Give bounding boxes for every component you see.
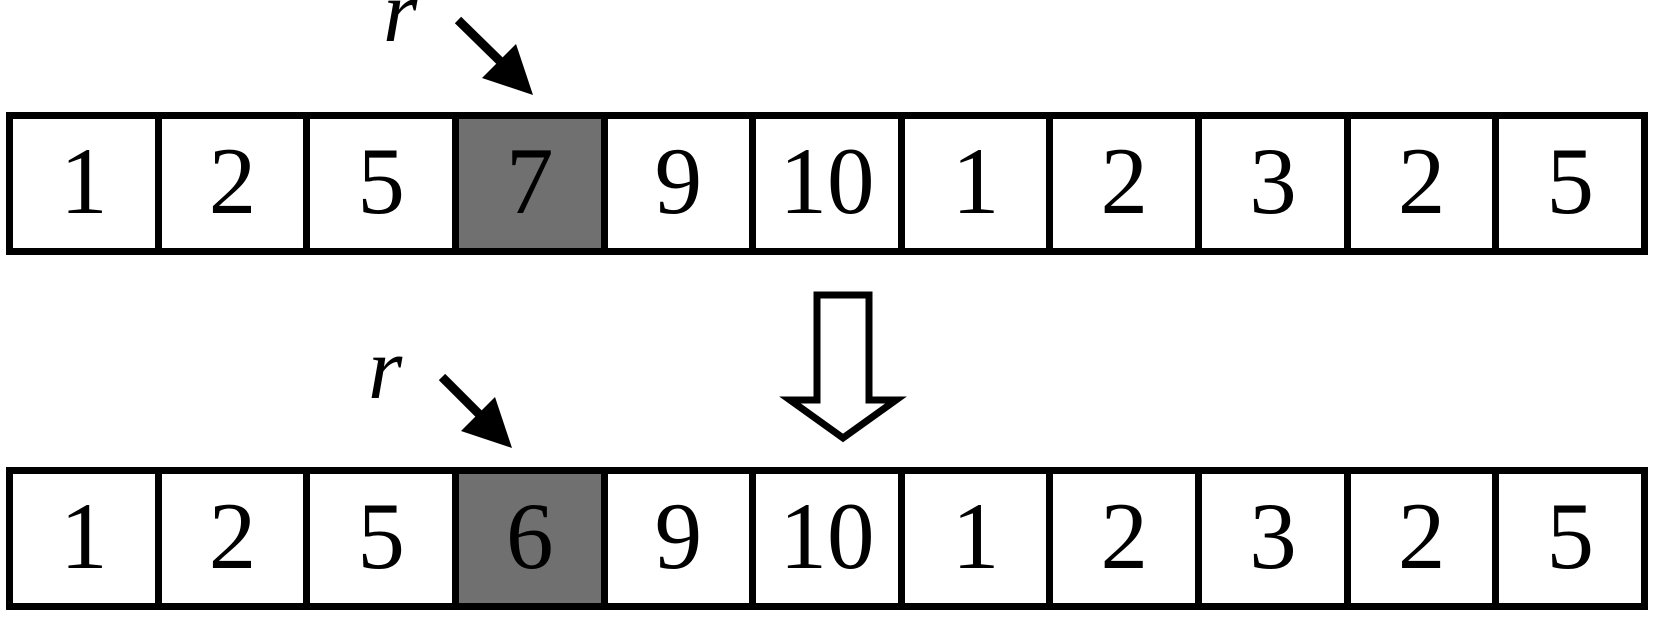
hollow-down-arrow-icon xyxy=(779,291,907,443)
array-cell: 2 xyxy=(154,119,304,248)
array-cell: 5 xyxy=(303,119,452,248)
array-cell: 2 xyxy=(1046,474,1196,603)
array-cell: 2 xyxy=(1343,119,1493,248)
pointer-label-r-after: r xyxy=(368,321,403,418)
diagonal-arrow-icon xyxy=(454,16,533,95)
array-cell: 10 xyxy=(749,119,898,248)
diagonal-arrow-icon xyxy=(438,373,512,448)
array-cell-highlighted: 6 xyxy=(451,474,601,603)
array-cell: 2 xyxy=(154,474,304,603)
array-cell: 10 xyxy=(749,474,898,603)
array-row-before: 1 2 5 7 9 10 1 2 3 2 5 xyxy=(6,112,1648,255)
array-cell: 1 xyxy=(897,119,1047,248)
array-cell: 9 xyxy=(600,474,750,603)
array-cell: 3 xyxy=(1195,474,1344,603)
array-cell: 9 xyxy=(600,119,750,248)
array-cell: 5 xyxy=(1492,474,1642,603)
array-cell: 5 xyxy=(1492,119,1642,248)
array-cell: 1 xyxy=(897,474,1047,603)
array-row-after: 1 2 5 6 9 10 1 2 3 2 5 xyxy=(6,467,1648,610)
array-cell: 1 xyxy=(13,119,155,248)
array-cell: 3 xyxy=(1195,119,1344,248)
array-cell: 1 xyxy=(13,474,155,603)
array-cell: 2 xyxy=(1343,474,1493,603)
array-cell-highlighted: 7 xyxy=(451,119,601,248)
array-cell: 2 xyxy=(1046,119,1196,248)
array-cell: 5 xyxy=(303,474,452,603)
pointer-label-r-before: r xyxy=(383,0,418,61)
